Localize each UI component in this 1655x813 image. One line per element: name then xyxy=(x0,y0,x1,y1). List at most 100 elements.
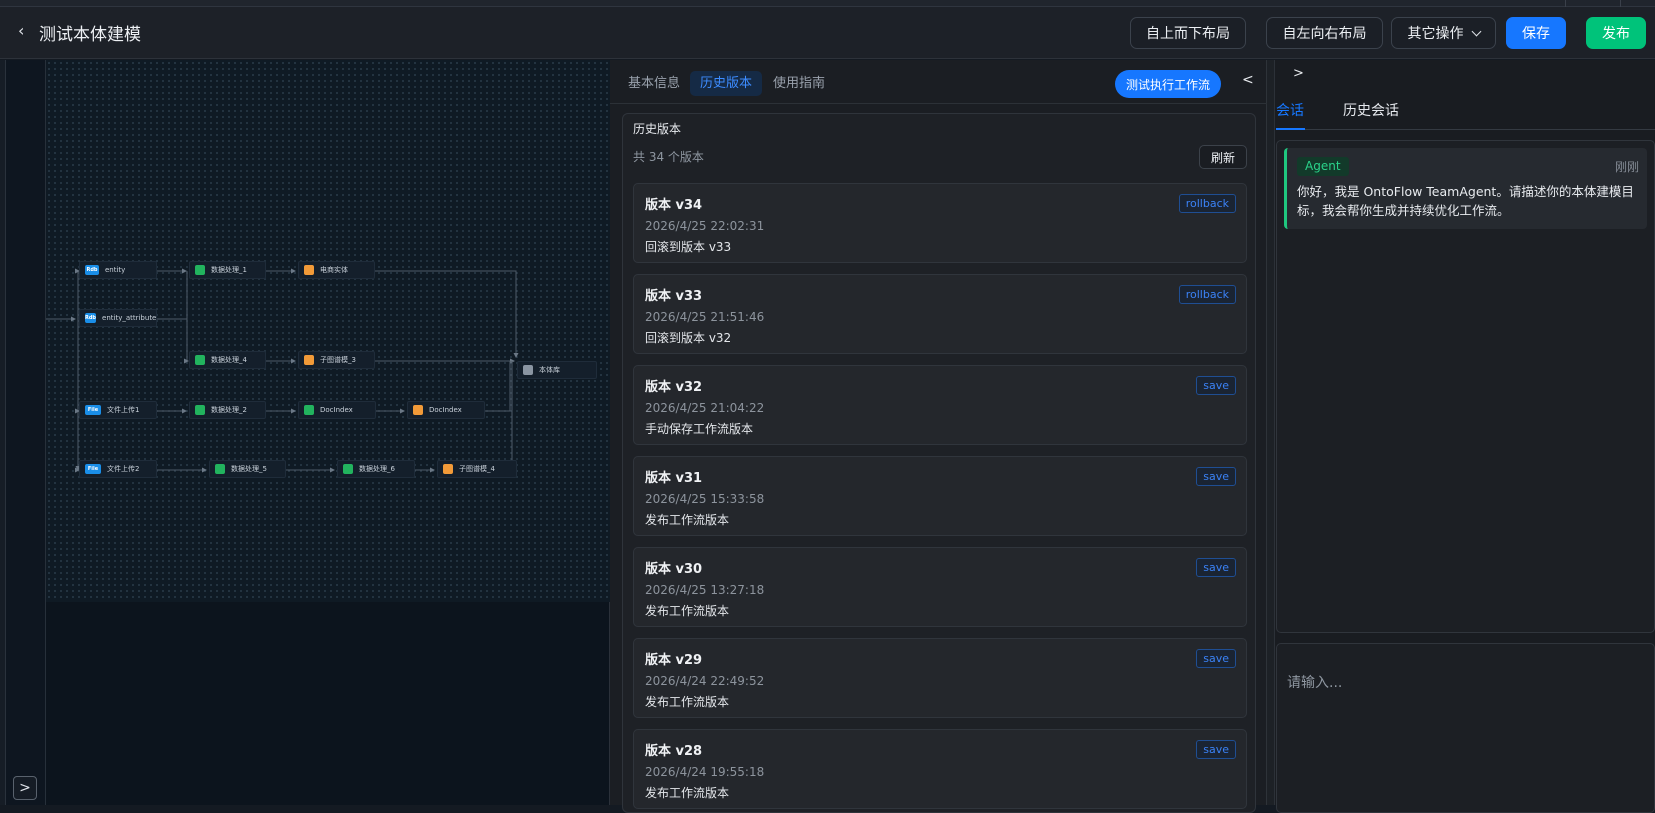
version-item[interactable]: 版本 v28 save 2026/4/24 19:55:18 发布工作流版本 xyxy=(633,729,1247,809)
version-item[interactable]: 版本 v32 save 2026/4/25 21:04:22 手动保存工作流版本 xyxy=(633,365,1247,445)
app-header: ‹ 测试本体建模 自上而下布局 自左向右布局 其它操作 保存 发布 xyxy=(0,7,1655,59)
active-tab-indicator xyxy=(1276,128,1305,130)
flow-node[interactable]: 子图谱模_3 xyxy=(298,351,375,369)
run-workflow-button[interactable]: 测试执行工作流 xyxy=(1115,70,1221,98)
node-label: 子图谱模_3 xyxy=(320,356,356,364)
flow-node[interactable]: 数据处理_1 xyxy=(189,261,266,279)
flow-node[interactable]: 电商实体 xyxy=(298,261,375,279)
node-label: 本体库 xyxy=(539,366,560,374)
chevron-down-icon xyxy=(1471,26,1481,36)
other-ops-dropdown[interactable]: 其它操作 xyxy=(1391,17,1496,49)
agent-message: Agent 刚刚 你好，我是 OntoFlow TeamAgent。请描述你的本… xyxy=(1284,148,1647,229)
flow-node[interactable]: Rdb entity xyxy=(79,261,157,279)
node-label: 文件上传2 xyxy=(107,465,140,473)
tab-divider xyxy=(1276,129,1655,130)
left-rail xyxy=(0,60,46,805)
node-label: 子图谱模_4 xyxy=(459,465,495,473)
version-desc: 回滚到版本 v32 xyxy=(645,331,732,345)
node-label: 数据处理_2 xyxy=(211,406,247,414)
version-desc: 手动保存工作流版本 xyxy=(645,422,754,436)
process-icon xyxy=(195,405,205,415)
history-card: 历史版本 共 34 个版本 刷新 版本 v34 rollback 2026/4/… xyxy=(622,113,1256,813)
layout-top-down-button[interactable]: 自上而下布局 xyxy=(1130,17,1246,49)
tab-chat-history[interactable]: 历史会话 xyxy=(1343,103,1399,119)
history-title: 历史版本 xyxy=(633,122,682,136)
database-icon: Rdb xyxy=(85,265,99,275)
chat-input-box[interactable] xyxy=(1276,643,1655,813)
layout-left-right-button[interactable]: 自左向右布局 xyxy=(1266,17,1383,49)
tab-chat[interactable]: 会话 xyxy=(1276,103,1304,119)
refresh-button[interactable]: 刷新 xyxy=(1199,145,1247,169)
expand-sidebar-button[interactable]: > xyxy=(13,776,37,800)
version-item[interactable]: 版本 v30 save 2026/4/25 13:27:18 发布工作流版本 xyxy=(633,547,1247,627)
flow-node[interactable]: 数据处理_5 xyxy=(209,460,286,478)
message-time: 刚刚 xyxy=(1614,160,1639,174)
version-time: 2026/4/25 21:51:46 xyxy=(645,310,765,324)
version-time: 2026/4/25 13:27:18 xyxy=(645,583,765,597)
flow-node[interactable]: 数据处理_6 xyxy=(337,460,415,478)
version-time: 2026/4/25 22:02:31 xyxy=(645,219,765,233)
flow-node[interactable]: 数据处理_2 xyxy=(189,401,266,419)
version-tag[interactable]: save xyxy=(1196,740,1236,759)
tab-guide[interactable]: 使用指南 xyxy=(773,76,826,91)
version-item[interactable]: 版本 v33 rollback 2026/4/25 21:51:46 回滚到版本… xyxy=(633,274,1247,354)
strip-divider xyxy=(1620,0,1621,7)
panel-divider[interactable] xyxy=(1267,60,1275,805)
node-label: 数据处理_1 xyxy=(211,266,247,274)
tab-basic-info[interactable]: 基本信息 xyxy=(628,76,681,91)
page-title: 测试本体建模 xyxy=(39,25,141,45)
file-icon: File xyxy=(85,464,101,474)
flow-node[interactable]: File 文件上传1 xyxy=(79,401,157,419)
process-icon xyxy=(215,464,225,474)
version-name: 版本 v32 xyxy=(645,380,703,395)
back-icon[interactable]: ‹ xyxy=(18,21,25,40)
flow-node[interactable]: DocIndex xyxy=(298,401,376,419)
version-name: 版本 v34 xyxy=(645,198,703,213)
node-label: 数据处理_4 xyxy=(211,356,247,364)
flow-node[interactable]: 数据处理_4 xyxy=(189,351,266,369)
flow-node[interactable]: File 文件上传2 xyxy=(79,460,157,478)
file-icon: File xyxy=(85,405,101,415)
flow-edges xyxy=(46,268,519,473)
version-desc: 发布工作流版本 xyxy=(645,604,730,618)
collapse-icon[interactable]: < xyxy=(1242,72,1254,88)
flow-node[interactable]: DocIndex xyxy=(407,401,485,419)
panel-tabs: 基本信息 历史版本 使用指南 测试执行工作流 < xyxy=(610,60,1267,104)
version-tag[interactable]: save xyxy=(1196,467,1236,486)
version-tag[interactable]: save xyxy=(1196,558,1236,577)
version-item[interactable]: 版本 v31 save 2026/4/25 15:33:58 发布工作流版本 xyxy=(633,456,1247,536)
agent-badge: Agent xyxy=(1297,157,1349,176)
save-button[interactable]: 保存 xyxy=(1506,17,1566,49)
workflow-canvas[interactable]: Rdb entity Rdb entity_attribute File 文件上… xyxy=(0,60,610,805)
node-label: DocIndex xyxy=(320,406,353,414)
other-ops-label: 其它操作 xyxy=(1407,26,1464,42)
tab-history[interactable]: 历史版本 xyxy=(690,71,763,96)
flow-node[interactable]: Rdb entity_attribute xyxy=(79,309,157,327)
database-icon: Rdb xyxy=(85,313,97,323)
chat-panel: > 会话 历史会话 Agent 刚刚 你好，我是 OntoFlow TeamAg… xyxy=(1267,60,1655,813)
publish-button[interactable]: 发布 xyxy=(1586,17,1646,49)
version-tag[interactable]: rollback xyxy=(1178,285,1236,304)
history-panel: 基本信息 历史版本 使用指南 测试执行工作流 < 历史版本 共 34 个版本 刷… xyxy=(610,60,1267,813)
version-tag[interactable]: save xyxy=(1196,649,1236,668)
left-edge xyxy=(0,60,6,805)
node-label: entity xyxy=(105,266,126,274)
message-text: 你好，我是 OntoFlow TeamAgent。请描述你的本体建模目标，我会帮… xyxy=(1297,184,1634,218)
version-name: 版本 v30 xyxy=(645,562,703,577)
process-icon xyxy=(343,464,353,474)
top-strip xyxy=(0,0,1655,7)
version-item[interactable]: 版本 v34 rollback 2026/4/25 22:02:31 回滚到版本… xyxy=(633,183,1247,263)
process-icon xyxy=(195,265,205,275)
version-time: 2026/4/25 15:33:58 xyxy=(645,492,765,506)
expand-icon[interactable]: > xyxy=(1293,66,1304,81)
version-tag[interactable]: rollback xyxy=(1178,194,1236,213)
node-label: 文件上传1 xyxy=(107,406,140,414)
flow-node[interactable]: 子图谱模_4 xyxy=(437,460,517,478)
version-name: 版本 v29 xyxy=(645,653,703,668)
version-desc: 发布工作流版本 xyxy=(645,786,730,800)
version-item[interactable]: 版本 v29 save 2026/4/24 22:49:52 发布工作流版本 xyxy=(633,638,1247,718)
chat-input[interactable] xyxy=(1277,644,1654,812)
flow-node[interactable]: 本体库 xyxy=(517,361,597,379)
version-desc: 发布工作流版本 xyxy=(645,513,730,527)
version-tag[interactable]: save xyxy=(1196,376,1236,395)
